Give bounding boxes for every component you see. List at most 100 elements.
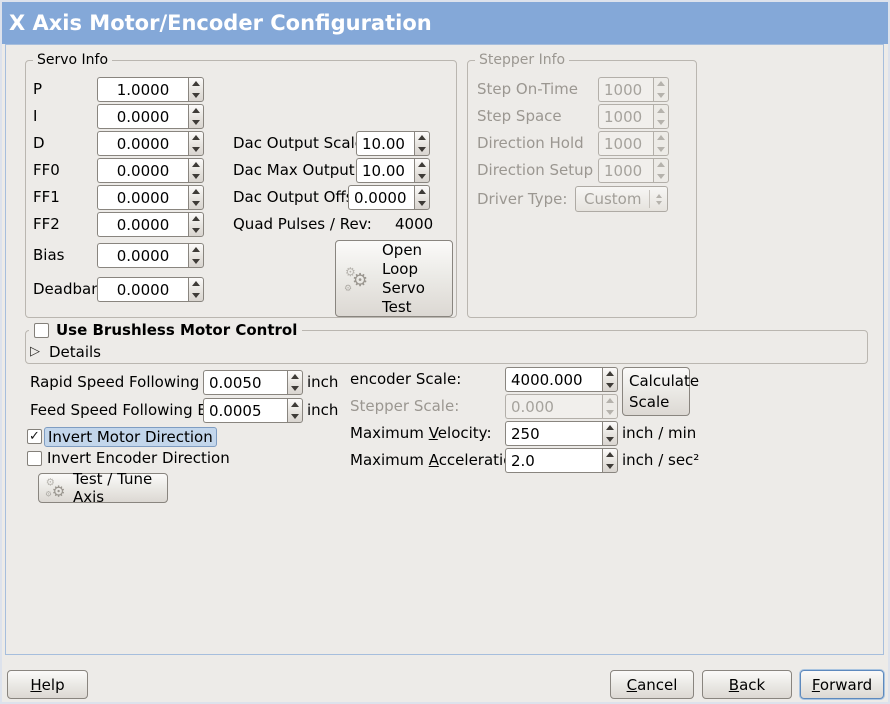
spin-entry[interactable]: 0.0000 bbox=[97, 131, 188, 156]
spin-down-button[interactable] bbox=[189, 171, 203, 183]
feed-following-error-spinbox[interactable]: 0.0005 bbox=[203, 398, 303, 423]
spin-down-button[interactable] bbox=[189, 117, 203, 129]
spin-down-button[interactable] bbox=[189, 225, 203, 237]
spin-entry[interactable]: 10.00 bbox=[356, 131, 414, 156]
calculate-scale-button[interactable]: Calculate Scale bbox=[622, 367, 699, 416]
quad-pulses-value: 4000 bbox=[395, 215, 434, 233]
use-brushless-label[interactable]: Use Brushless Motor Control bbox=[56, 321, 298, 339]
spin-entry[interactable]: 0.0000 bbox=[97, 104, 188, 129]
spin-entry[interactable]: 10.00 bbox=[356, 158, 414, 183]
spin-down-button[interactable] bbox=[189, 90, 203, 102]
back-button[interactable]: Back bbox=[702, 670, 792, 699]
spin-entry: 0.000 bbox=[505, 394, 602, 419]
servo-info-frame: Servo Info bbox=[25, 51, 457, 318]
servo-ff2-spinbox[interactable]: 0.0000 bbox=[97, 212, 204, 237]
spin-up-button[interactable] bbox=[189, 159, 203, 171]
forward-button[interactable]: Forward bbox=[800, 670, 884, 699]
max-velocity-spinbox[interactable]: 250 bbox=[505, 421, 618, 446]
help-button[interactable]: Help bbox=[7, 670, 88, 699]
spin-up-button[interactable] bbox=[603, 449, 617, 461]
spin-up-button[interactable] bbox=[189, 244, 203, 256]
spin-up-button[interactable] bbox=[189, 278, 203, 290]
spin-down-button[interactable] bbox=[603, 434, 617, 446]
max-acceleration-unit: inch / sec² bbox=[622, 451, 700, 469]
test-tune-axis-button[interactable]: ⚙ ⚙ ⚙ Test / Tune Axis bbox=[38, 470, 168, 506]
spin-down-button[interactable] bbox=[189, 198, 203, 210]
spin-steppers bbox=[602, 394, 618, 419]
cancel-button[interactable]: Cancel bbox=[610, 670, 694, 699]
spin-down-button[interactable] bbox=[603, 461, 617, 473]
spin-down-button bbox=[654, 117, 668, 129]
open-loop-servo-test-button[interactable]: ⚙ ⚙ ⚙ Open Loop Servo Test bbox=[335, 240, 453, 317]
spin-up-button[interactable] bbox=[415, 186, 429, 198]
spin-entry[interactable]: 0.0000 bbox=[348, 185, 414, 210]
spin-up-button[interactable] bbox=[603, 368, 617, 380]
spin-up-button[interactable] bbox=[189, 186, 203, 198]
spin-down-button[interactable] bbox=[288, 383, 302, 395]
spin-steppers bbox=[602, 448, 618, 473]
spin-up-button[interactable] bbox=[603, 422, 617, 434]
spin-entry[interactable]: 0.0000 bbox=[97, 185, 188, 210]
servo-p-spinbox[interactable]: 1.0000 bbox=[97, 77, 204, 102]
details-expander[interactable]: Details bbox=[49, 343, 102, 361]
invert-encoder-label[interactable]: Invert Encoder Direction bbox=[47, 449, 230, 467]
encoder-scale-spinbox[interactable]: 4000.000 bbox=[505, 367, 618, 392]
spin-entry[interactable]: 0.0000 bbox=[97, 277, 188, 302]
servo-ff1-spinbox[interactable]: 0.0000 bbox=[97, 185, 204, 210]
spin-entry[interactable]: 0.0000 bbox=[97, 158, 188, 183]
dac-max-output-label: Dac Max Output: bbox=[233, 161, 360, 179]
servo-d-spinbox[interactable]: 0.0000 bbox=[97, 131, 204, 156]
open-loop-button-label: Open Loop Servo Test bbox=[382, 240, 425, 316]
dac-output-offset-spinbox[interactable]: 0.0000 bbox=[348, 185, 430, 210]
direction-hold-spinbox: 1000 bbox=[598, 131, 669, 156]
servo-deadband-spinbox[interactable]: 0.0000 bbox=[97, 277, 204, 302]
spin-down-button[interactable] bbox=[189, 144, 203, 156]
spin-up-button[interactable] bbox=[189, 213, 203, 225]
spin-up-button[interactable] bbox=[189, 78, 203, 90]
spin-steppers bbox=[653, 77, 669, 102]
spin-steppers bbox=[287, 398, 303, 423]
spin-up-button[interactable] bbox=[415, 132, 429, 144]
spin-entry[interactable]: 0.0000 bbox=[97, 212, 188, 237]
expander-collapsed-icon[interactable]: ▷ bbox=[30, 344, 40, 359]
spin-entry[interactable]: 250 bbox=[505, 421, 602, 446]
spin-down-button[interactable] bbox=[603, 380, 617, 392]
spin-up-button[interactable] bbox=[415, 159, 429, 171]
max-acceleration-spinbox[interactable]: 2.0 bbox=[505, 448, 618, 473]
spin-entry[interactable]: 4000.000 bbox=[505, 367, 602, 392]
spin-up-button[interactable] bbox=[288, 371, 302, 383]
spin-down-button[interactable] bbox=[415, 198, 429, 210]
spin-steppers bbox=[414, 185, 430, 210]
invert-motor-label[interactable]: Invert Motor Direction bbox=[44, 427, 217, 447]
spin-down-button[interactable] bbox=[288, 411, 302, 423]
gears-icon: ⚙ ⚙ ⚙ bbox=[44, 476, 66, 501]
down-arrow-icon bbox=[192, 227, 200, 233]
servo-ff0-spinbox[interactable]: 0.0000 bbox=[97, 158, 204, 183]
invert-encoder-checkbox[interactable]: ✓ bbox=[27, 451, 42, 466]
spin-down-button[interactable] bbox=[189, 256, 203, 268]
spin-up-button[interactable] bbox=[189, 132, 203, 144]
servo-bias-spinbox[interactable]: 0.0000 bbox=[97, 243, 204, 268]
down-arrow-icon bbox=[657, 146, 665, 152]
spin-down-button[interactable] bbox=[415, 171, 429, 183]
spin-down-button bbox=[603, 407, 617, 419]
use-brushless-checkbox[interactable]: ✓ bbox=[34, 323, 49, 338]
spin-down-button[interactable] bbox=[415, 144, 429, 156]
servo-i-spinbox[interactable]: 0.0000 bbox=[97, 104, 204, 129]
spin-entry[interactable]: 1.0000 bbox=[97, 77, 188, 102]
dac-max-output-spinbox[interactable]: 10.00 bbox=[356, 158, 430, 183]
spin-entry[interactable]: 2.0 bbox=[505, 448, 602, 473]
spin-entry[interactable]: 0.0005 bbox=[203, 398, 287, 423]
direction-setup-label: Direction Setup bbox=[477, 161, 594, 179]
spin-up-button[interactable] bbox=[189, 105, 203, 117]
encoder-scale-label: encoder Scale: bbox=[350, 370, 462, 388]
dac-output-scale-spinbox[interactable]: 10.00 bbox=[356, 131, 430, 156]
spin-entry[interactable]: 0.0050 bbox=[203, 370, 287, 395]
spin-entry[interactable]: 0.0000 bbox=[97, 243, 188, 268]
spin-up-button[interactable] bbox=[288, 399, 302, 411]
down-arrow-icon bbox=[291, 385, 299, 391]
up-arrow-icon bbox=[606, 398, 614, 404]
spin-down-button[interactable] bbox=[189, 290, 203, 302]
rapid-following-error-spinbox[interactable]: 0.0050 bbox=[203, 370, 303, 395]
invert-motor-checkbox[interactable]: ✓ bbox=[27, 429, 42, 444]
